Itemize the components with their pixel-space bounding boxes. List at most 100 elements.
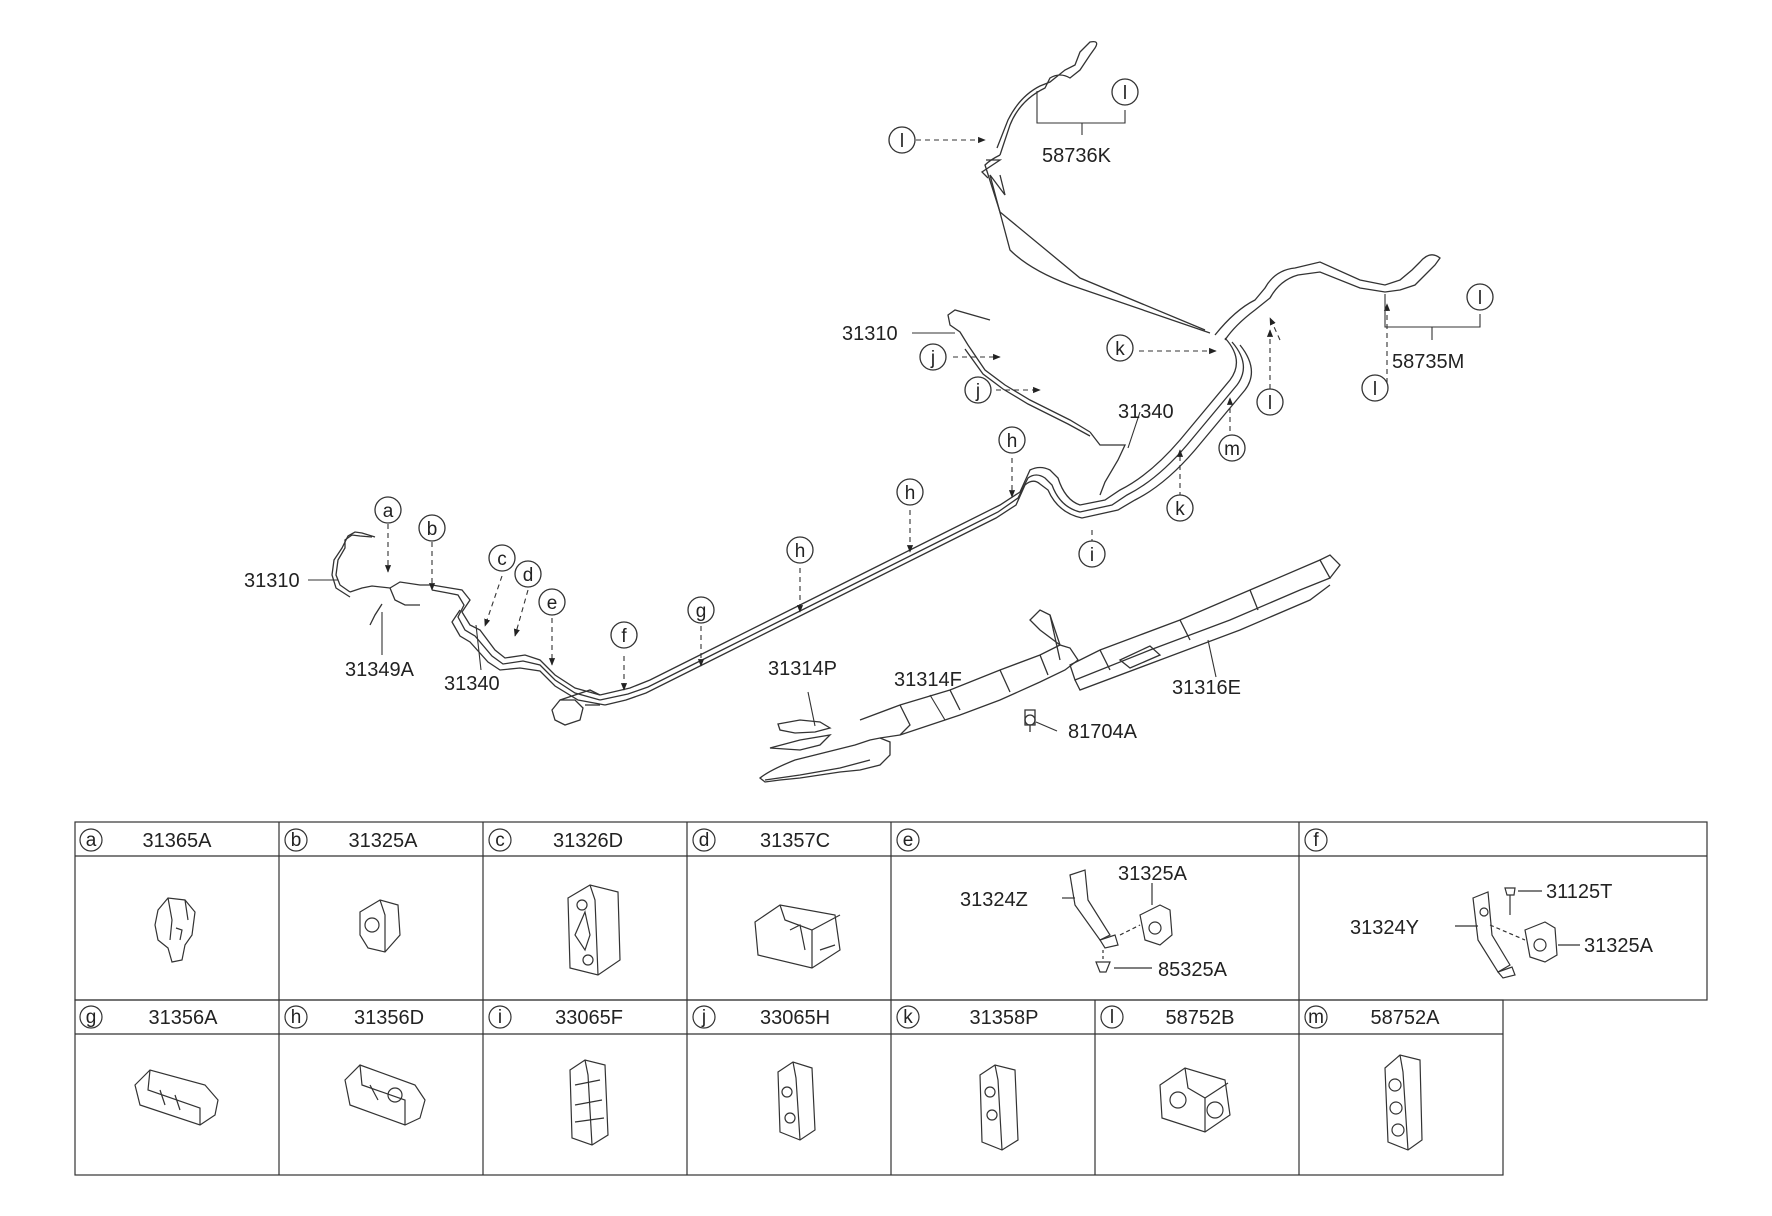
part-label-31340-left: 31340 (444, 673, 500, 695)
clip-33065f-illustration (569, 1059, 609, 1146)
table-part-31356d: 31356D (354, 1007, 424, 1029)
table-header-m: m 58752A (1304, 1005, 1441, 1029)
svg-text:k: k (903, 1007, 913, 1028)
bracket-f-part-31325a: 31325A (1584, 935, 1654, 957)
callout-f: f (610, 621, 638, 649)
svg-text:l: l (1478, 288, 1482, 309)
svg-text:c: c (495, 830, 505, 851)
svg-text:h: h (795, 541, 806, 562)
table-header-j: j 33065H (692, 1005, 830, 1029)
part-labels: 58736K 58735M 31310 31340 31310 31349A 3… (244, 145, 1464, 743)
part-label-31314f: 31314F (894, 669, 962, 691)
bracket-e-part-31325a: 31325A (1118, 863, 1188, 885)
svg-text:i: i (498, 1007, 502, 1028)
svg-text:l: l (1123, 83, 1127, 104)
svg-text:h: h (291, 1007, 302, 1028)
svg-text:h: h (1007, 431, 1018, 452)
svg-text:h: h (905, 483, 916, 504)
callout-b: b (418, 514, 446, 542)
parts-table (74, 821, 1708, 1176)
svg-text:l: l (1110, 1007, 1114, 1028)
svg-text:a: a (383, 501, 394, 522)
svg-text:g: g (696, 601, 707, 622)
svg-text:k: k (1175, 499, 1185, 520)
callout-d: d (514, 560, 542, 588)
part-label-31316e: 31316E (1172, 677, 1241, 699)
svg-text:e: e (547, 593, 558, 614)
rear-underbody-shield (1069, 554, 1341, 691)
table-part-31357c: 31357C (760, 830, 830, 852)
table-part-31358p: 31358P (970, 1007, 1039, 1029)
callout-l-5: l (1361, 374, 1389, 402)
callout-m: m (1218, 434, 1246, 462)
svg-text:j: j (975, 381, 980, 402)
table-part-33065h: 33065H (760, 1007, 830, 1029)
table-part-31326d: 31326D (553, 830, 623, 852)
clip-58752a-illustration (1384, 1054, 1423, 1151)
svg-text:l: l (900, 131, 904, 152)
table-part-58752b: 58752B (1166, 1007, 1235, 1029)
table-header-l: l 58752B (1100, 1005, 1235, 1029)
clip-31326d-illustration (567, 884, 621, 976)
bracket-f-labels: 31125T 31324Y 31325A (1350, 881, 1654, 957)
label-leaders (308, 91, 1481, 732)
callout-h-1: h (998, 426, 1026, 454)
callout-leaders (384, 136, 1391, 691)
table-header-f: f (1304, 828, 1328, 852)
table-header-h: h 31356D (284, 1005, 424, 1029)
svg-text:l: l (1373, 379, 1377, 400)
callout-l-1: l (888, 126, 916, 154)
part-label-58736k: 58736K (1042, 145, 1112, 167)
part-label-31349a: 31349A (345, 659, 415, 681)
front-underbody-shield (758, 609, 1079, 783)
bracket-e-part-31324z: 31324Z (960, 889, 1028, 911)
part-label-31314p: 31314P (768, 658, 837, 680)
callout-c: c (488, 544, 516, 572)
table-header-c: c 31326D (488, 828, 623, 852)
callout-k-2: k (1166, 494, 1194, 522)
callout-k-1: k (1106, 334, 1134, 362)
clip-31325a-illustration (359, 899, 401, 953)
svg-text:l: l (1268, 393, 1272, 414)
callout-j-1: j (919, 343, 947, 371)
part-label-31310-top: 31310 (842, 323, 898, 345)
svg-text:e: e (903, 830, 914, 851)
svg-text:k: k (1115, 339, 1125, 360)
table-header-e: e (896, 828, 920, 852)
svg-text:b: b (427, 519, 438, 540)
svg-text:m: m (1308, 1007, 1324, 1028)
part-31314p-shape (777, 719, 832, 734)
clip-31357c-illustration (754, 904, 841, 969)
table-part-31356a: 31356A (149, 1007, 219, 1029)
callout-l-2: l (1111, 78, 1139, 106)
bracket-f-illustration (1455, 887, 1580, 979)
svg-text:j: j (930, 348, 935, 369)
clip-31356d-illustration (344, 1064, 426, 1126)
svg-text:m: m (1224, 439, 1240, 460)
table-header-g: g 31356A (79, 1005, 219, 1029)
callout-g: g (687, 596, 715, 624)
svg-text:c: c (497, 549, 507, 570)
callout-e: e (538, 588, 566, 616)
table-part-58752a: 58752A (1371, 1007, 1441, 1029)
part-label-31340-top: 31340 (1118, 401, 1174, 423)
bracket-e-illustration (1062, 869, 1173, 973)
table-part-31325a: 31325A (349, 830, 419, 852)
svg-text:j: j (701, 1007, 706, 1028)
svg-text:g: g (86, 1007, 97, 1028)
clip-31365a-illustration (154, 897, 196, 963)
callout-a: a (374, 496, 402, 524)
clip-31356a-illustration (134, 1069, 219, 1126)
svg-text:f: f (1313, 830, 1319, 851)
callout-h-2: h (896, 478, 924, 506)
callout-l-3: l (1466, 283, 1494, 311)
table-part-31365a: 31365A (143, 830, 213, 852)
part-label-81704a: 81704A (1068, 721, 1138, 743)
bracket-f-part-31125t: 31125T (1546, 881, 1612, 903)
part-label-31310-left: 31310 (244, 570, 300, 592)
callout-l-4: l (1256, 388, 1284, 416)
